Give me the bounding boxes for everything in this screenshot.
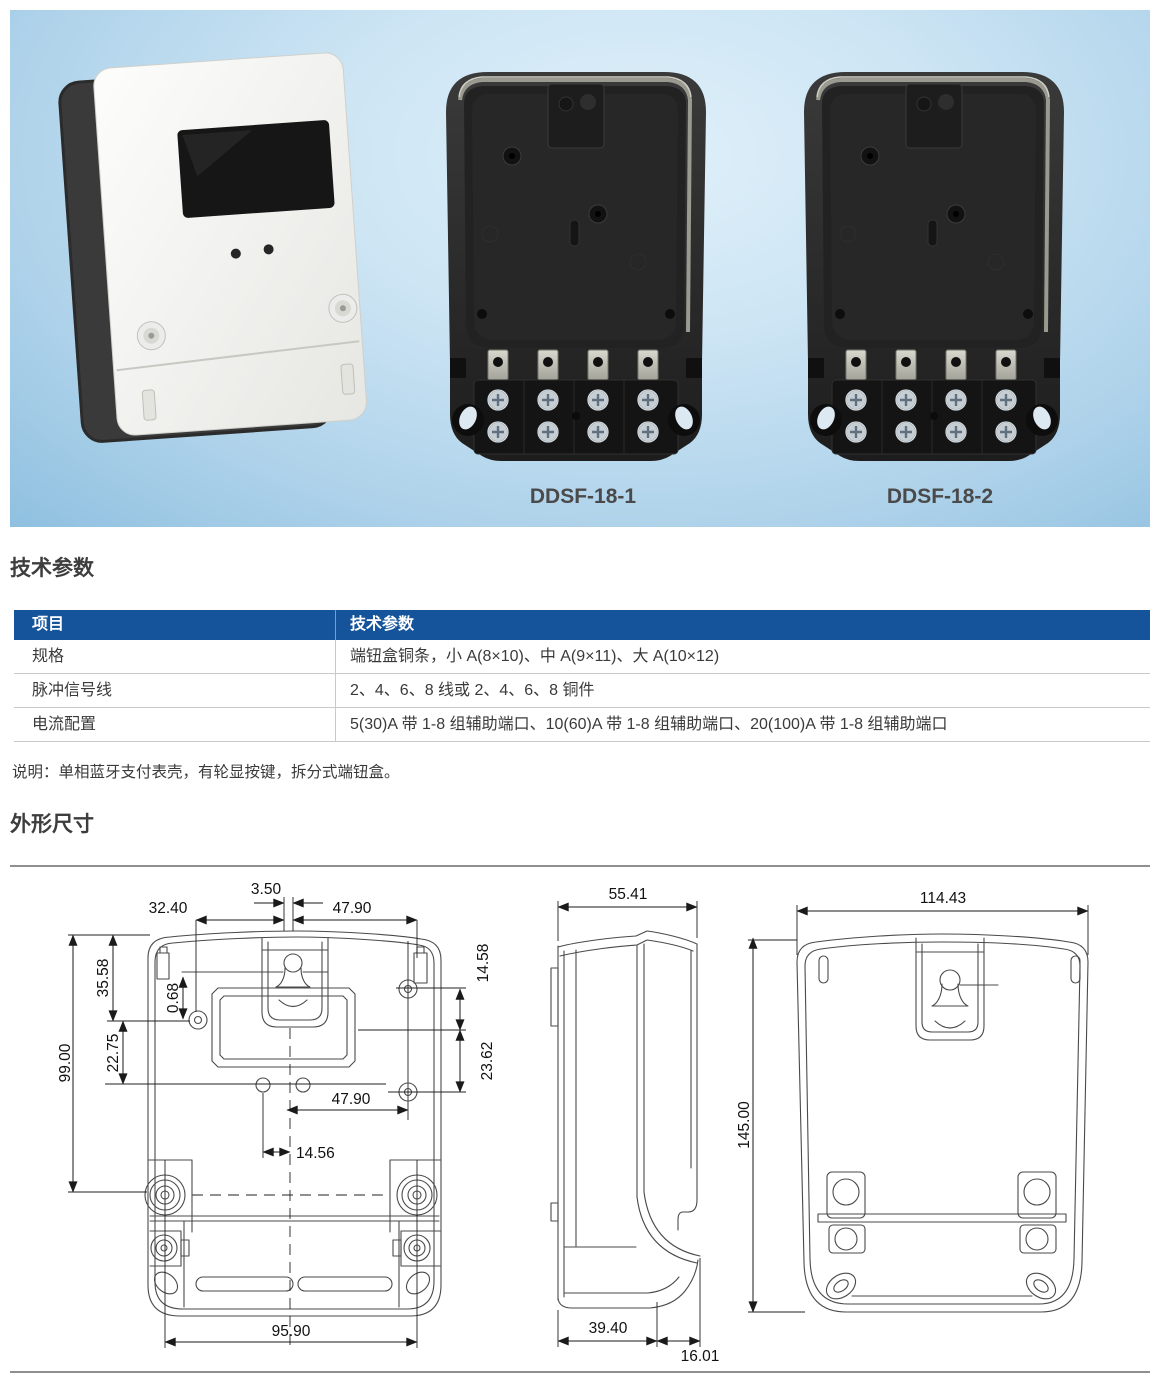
dim-label: 47.90	[332, 1091, 371, 1108]
meter-case-photo	[58, 52, 367, 443]
table-header-row: 项目 技术参数	[14, 610, 1150, 640]
dim-label: 47.90	[333, 900, 372, 917]
dim-label: 32.40	[149, 900, 188, 917]
table-row: 电流配置 5(30)A 带 1-8 组辅助端口、10(60)A 带 1-8 组辅…	[14, 708, 1150, 742]
row-item: 脉冲信号线	[14, 674, 336, 707]
dim-label: 55.41	[609, 886, 648, 903]
dimension-drawings: 99.00 35.58 22.75 0.68 32.40 3.50 47.90 …	[57, 881, 1089, 1365]
dim-label: 14.56	[296, 1145, 335, 1162]
product-banner: DDSF-18-1 DDSF-18-2	[10, 10, 1150, 527]
dim-label: 99.00	[57, 1043, 74, 1082]
table-header-value: 技术参数	[350, 616, 415, 633]
table-row: 脉冲信号线 2、4、6、8 线或 2、4、6、8 铜件	[14, 674, 1150, 708]
back-view-drawing: 99.00 35.58 22.75 0.68 32.40 3.50 47.90 …	[57, 881, 496, 1348]
dim-label: 16.01	[681, 1348, 720, 1365]
product-label-2: DDSF-18-2	[887, 485, 993, 508]
dim-label: 14.58	[475, 944, 492, 983]
divider-top	[10, 865, 1150, 867]
dim-label: 145.00	[736, 1101, 753, 1149]
row-item: 电流配置	[14, 708, 336, 741]
dim-label: 39.40	[589, 1320, 628, 1337]
dim-label: 22.75	[105, 1034, 122, 1073]
tech-params-title: 技术参数	[10, 557, 94, 580]
housing-photo-ddsf-18-1	[446, 72, 706, 461]
product-label-1: DDSF-18-1	[530, 485, 637, 508]
housing-photo-ddsf-18-2	[804, 72, 1064, 461]
dim-label: 114.43	[920, 890, 966, 907]
dim-label: 0.68	[165, 983, 182, 1013]
dim-label: 23.62	[479, 1042, 496, 1081]
table-row: 规格 端钮盒铜条，小 A(8×10)、中 A(9×11)、大 A(10×12)	[14, 640, 1150, 674]
row-item: 规格	[14, 640, 336, 673]
side-view-drawing: 55.41 39.40 16.01	[550, 886, 720, 1365]
dimensions-title: 外形尺寸	[10, 813, 94, 836]
row-value: 5(30)A 带 1-8 组辅助端口、10(60)A 带 1-8 组辅助端口、2…	[350, 716, 948, 733]
divider-bottom	[10, 1371, 1150, 1373]
row-value: 端钮盒铜条，小 A(8×10)、中 A(9×11)、大 A(10×12)	[350, 648, 720, 665]
dim-label: 95.90	[272, 1323, 311, 1340]
note-text: 说明：单相蓝牙支付表壳，有轮显按键，拆分式端钮盒。	[12, 764, 400, 781]
dim-label: 3.50	[251, 881, 282, 898]
spec-table: 项目 技术参数 规格 端钮盒铜条，小 A(8×10)、中 A(9×11)、大 A…	[14, 610, 1150, 742]
cover-view-drawing: 114.43 145.00	[736, 890, 1089, 1313]
dim-label: 35.58	[95, 959, 112, 998]
row-value: 2、4、6、8 线或 2、4、6、8 铜件	[350, 682, 595, 699]
product-photos: DDSF-18-1 DDSF-18-2	[58, 52, 1150, 508]
table-header-item: 项目	[14, 610, 336, 640]
